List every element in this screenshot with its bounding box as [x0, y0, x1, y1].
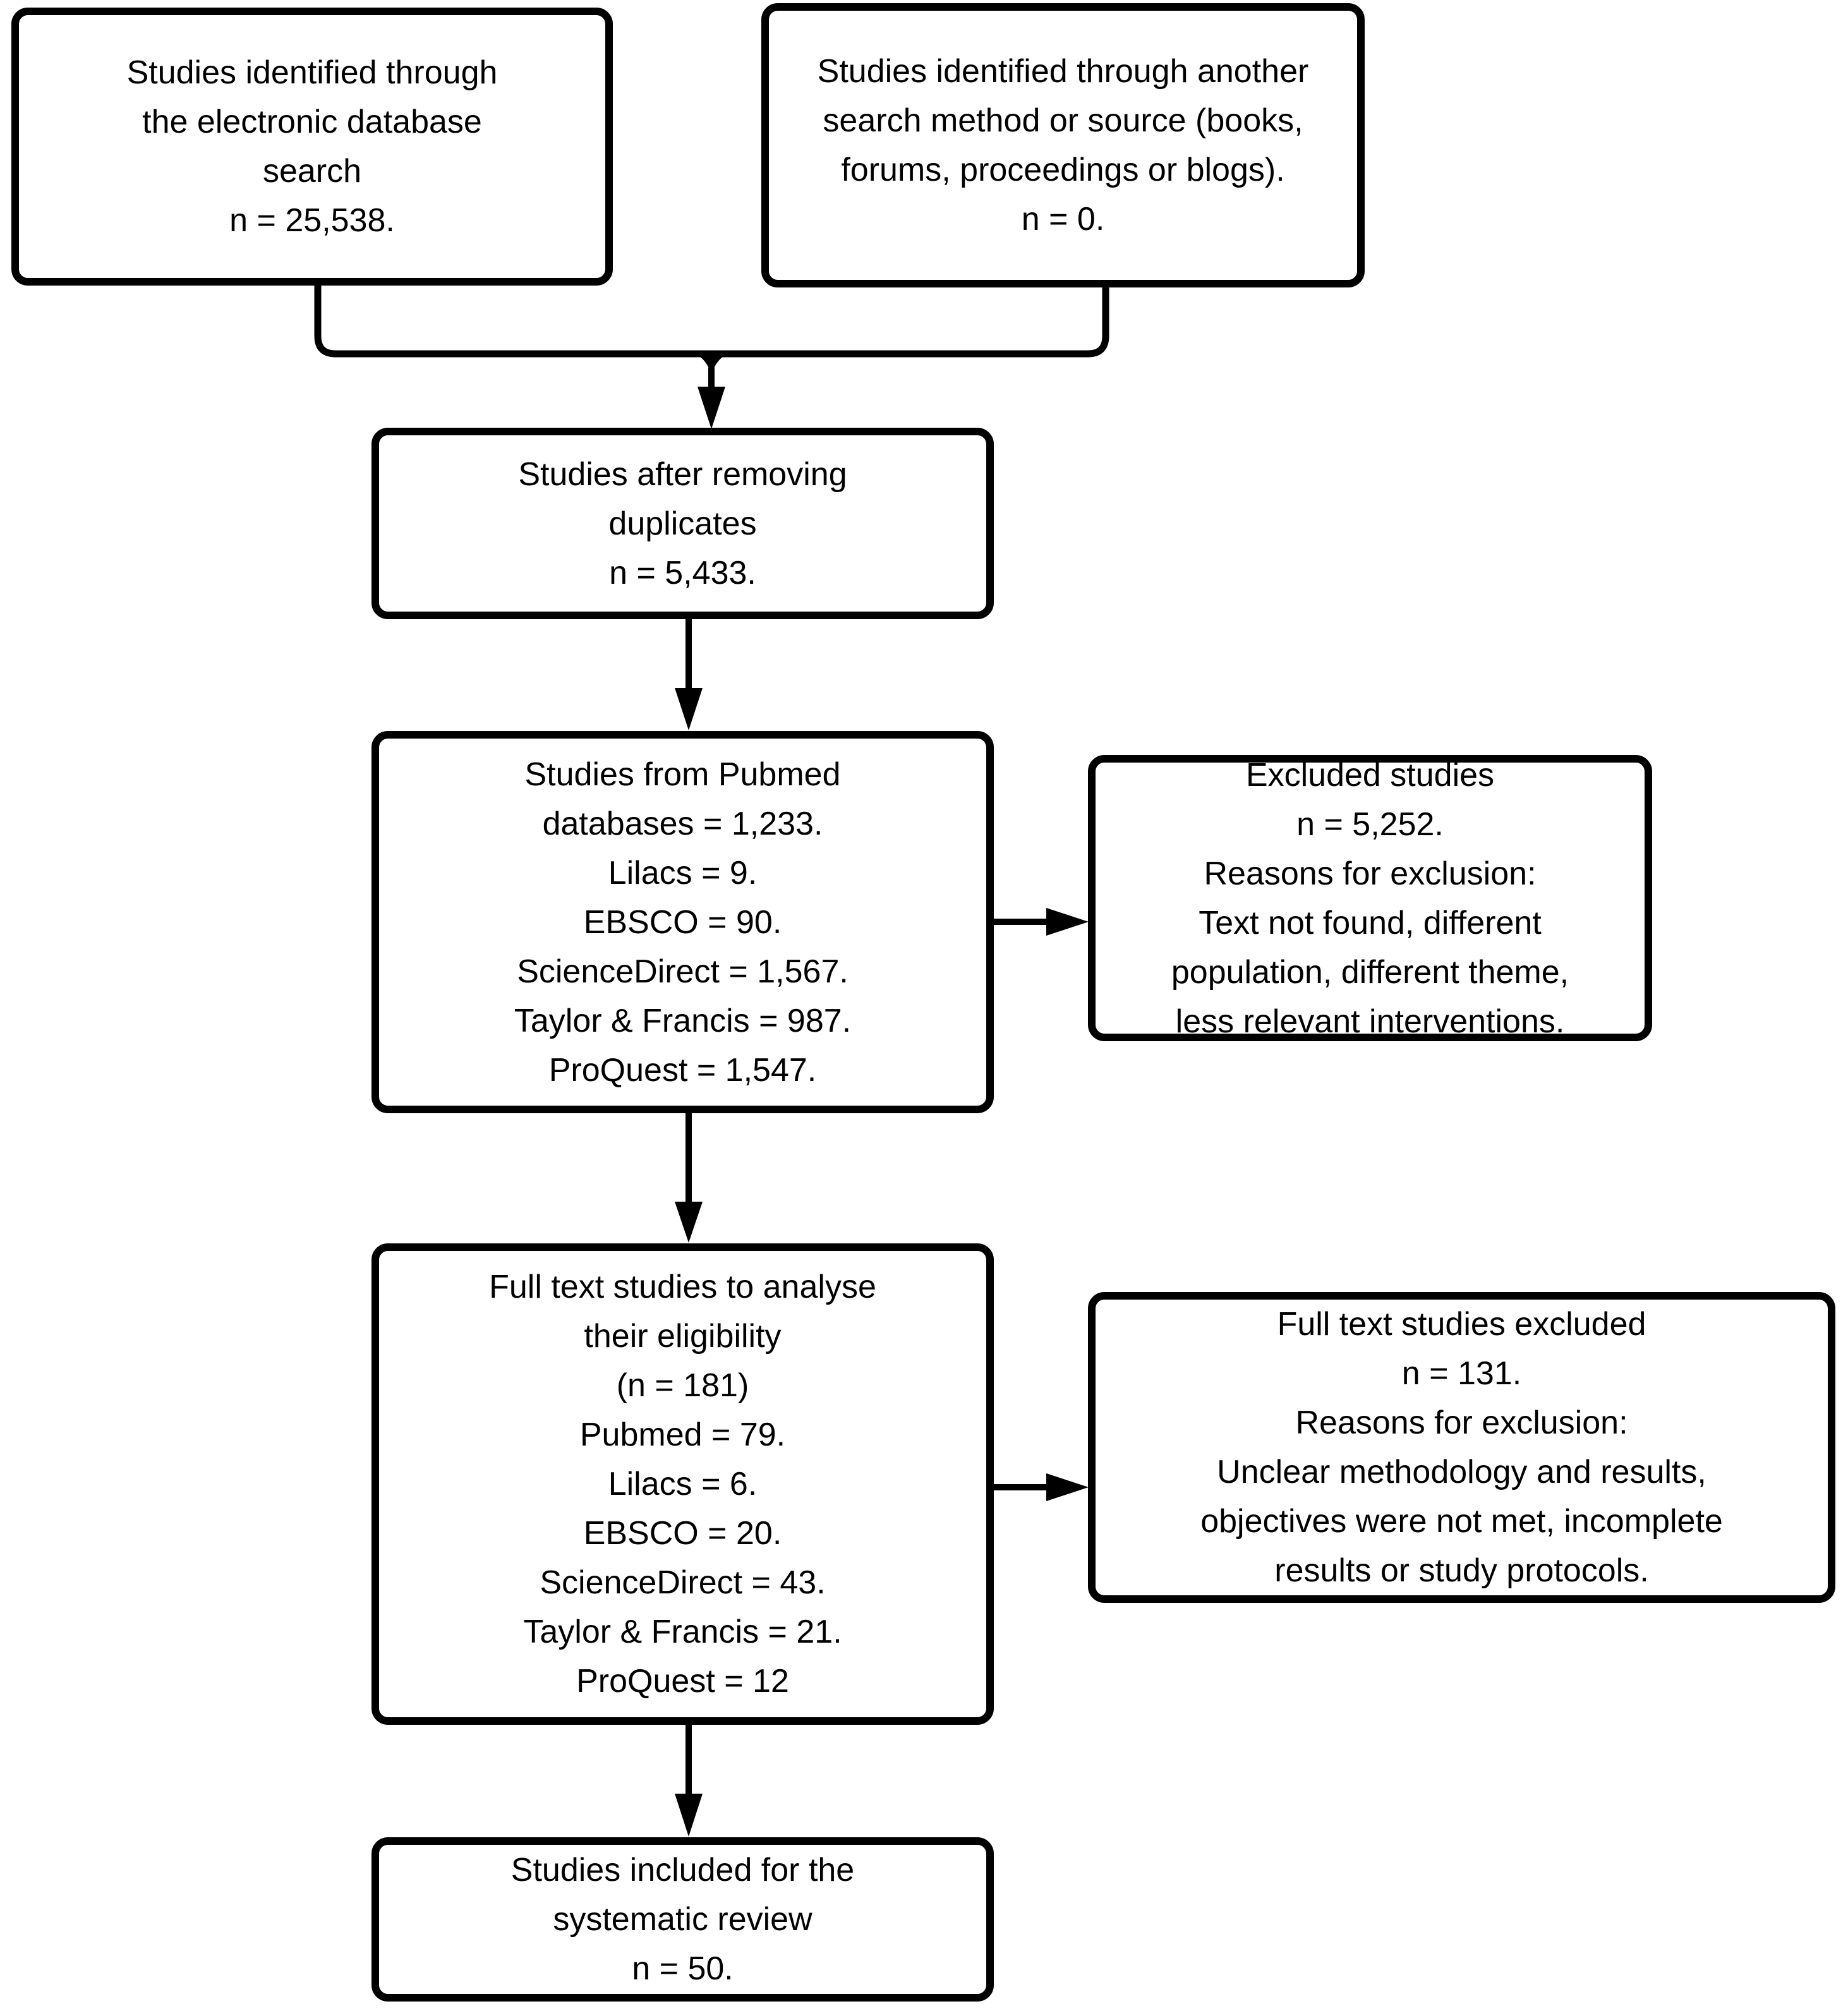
arrowhead-right-icon [1046, 908, 1089, 936]
text-line: Studies after removing [518, 456, 847, 493]
arrowhead-right-icon [1046, 1473, 1089, 1501]
arrow-breakdown-to-excluded [991, 908, 1089, 936]
box-studies-per-database: Studies from Pubmed databases = 1,233. Lil… [371, 731, 994, 1113]
merge-connector [314, 283, 1109, 429]
text-line: Full text studies to analyse [489, 1269, 876, 1305]
text-line: n = 25,538. [229, 202, 395, 239]
text-line: ProQuest = 1,547. [548, 1051, 817, 1089]
text-line: less relevant interventions. [1175, 1003, 1565, 1040]
text-line: databases = 1,233. [542, 805, 823, 842]
arrow-fulltext-to-included [675, 1722, 703, 1837]
text-line: forums, proceedings or blogs). [841, 152, 1285, 188]
text-line: Lilacs = 9. [608, 854, 758, 891]
arrowhead-down-icon [675, 1794, 703, 1837]
text-line: Excluded studies [1245, 756, 1495, 794]
text-line: search [262, 153, 362, 190]
box-studies-included: Studies included for the systematic revie… [371, 1837, 994, 2002]
box-studies-after-removing-duplicates: Studies after removing duplicates n = 5,43… [371, 428, 994, 619]
text-line: Full text studies excluded [1277, 1306, 1646, 1343]
arrow-breakdown-to-fulltext [675, 1111, 703, 1243]
arrow-duplicates-to-breakdown [675, 618, 703, 730]
box-fulltext-excluded: Full text studies excluded n = 131. Reason… [1088, 1292, 1835, 1603]
text-line: search method or source (books, [823, 102, 1303, 139]
text-line: ProQuest = 12 [576, 1663, 789, 1700]
text-line: Taylor & Francis = 21. [523, 1614, 842, 1650]
text-line: Lilacs = 6. [608, 1466, 758, 1502]
text-line: EBSCO = 90. [583, 903, 782, 941]
merge-notch [686, 351, 737, 377]
text-line: n = 5,252. [1296, 806, 1444, 843]
text-line: systematic review [553, 1901, 812, 1938]
text-line: n = 0. [1021, 201, 1105, 238]
text-line: results or study protocols. [1274, 1552, 1649, 1589]
arrowhead-down-icon [675, 1202, 703, 1243]
text-line: ScienceDirect = 1,567. [517, 953, 849, 990]
text-line: Reasons for exclusion: [1204, 855, 1537, 892]
arrowhead-down-icon [698, 387, 725, 429]
box-excluded-studies: Excluded studies n = 5,252. Reasons for ex… [1088, 755, 1652, 1041]
box-studies-identified-other-sources: Studies identified through another search… [761, 3, 1365, 287]
text-line: population, different theme, [1171, 953, 1569, 991]
text-line: Studies identified through [126, 54, 498, 91]
arrow-fulltext-to-excluded [991, 1473, 1089, 1501]
text-line: ScienceDirect = 43. [540, 1564, 826, 1601]
text-line: Studies included for the [510, 1852, 855, 1888]
text-line: Studies identified through another [817, 53, 1309, 90]
text-line: n = 131. [1401, 1355, 1522, 1392]
text-line: Unclear methodology and results, [1217, 1454, 1706, 1490]
text-line: their eligibility [584, 1318, 782, 1355]
text-line: Studies from Pubmed [524, 756, 841, 793]
arrowhead-down-icon [675, 688, 703, 730]
text-line: EBSCO = 20. [583, 1515, 782, 1552]
text-line: Pubmed = 79. [579, 1416, 786, 1453]
text-line: Reasons for exclusion: [1295, 1404, 1628, 1441]
box-studies-identified-database: Studies identified through the electronic… [11, 8, 613, 286]
text-line: (n = 181) [616, 1367, 749, 1404]
text-line: n = 5,433. [609, 554, 756, 591]
text-line: Taylor & Francis = 987. [514, 1002, 852, 1039]
text-line: duplicates [608, 505, 757, 542]
text-line: Text not found, different [1199, 904, 1542, 941]
text-line: n = 50. [632, 1950, 734, 1987]
text-line: objectives were not met, incomplete [1200, 1503, 1723, 1540]
box-fulltext-eligibility: Full text studies to analyse their eligib… [371, 1243, 994, 1725]
text-line: the electronic database [142, 104, 482, 140]
